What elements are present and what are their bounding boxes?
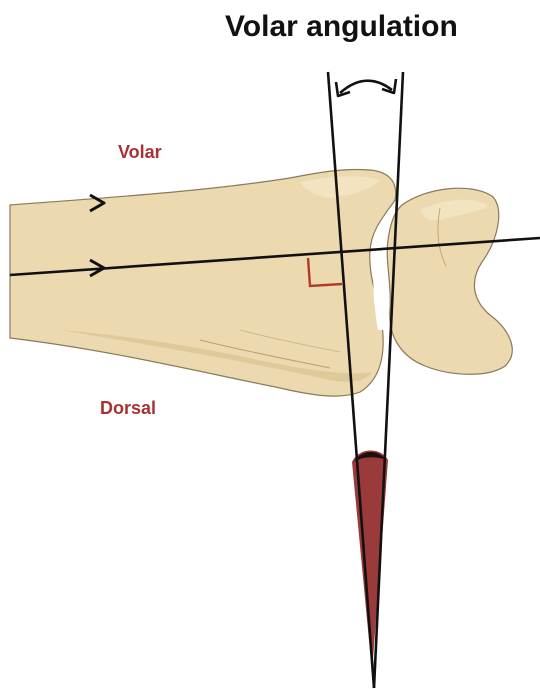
diagram-title: Volar angulation	[225, 10, 458, 44]
double-headed-curved-arrow-icon	[340, 81, 392, 93]
volar-label: Volar	[118, 142, 162, 163]
perpendicular-line	[374, 72, 403, 688]
dorsal-label: Dorsal	[100, 398, 156, 419]
